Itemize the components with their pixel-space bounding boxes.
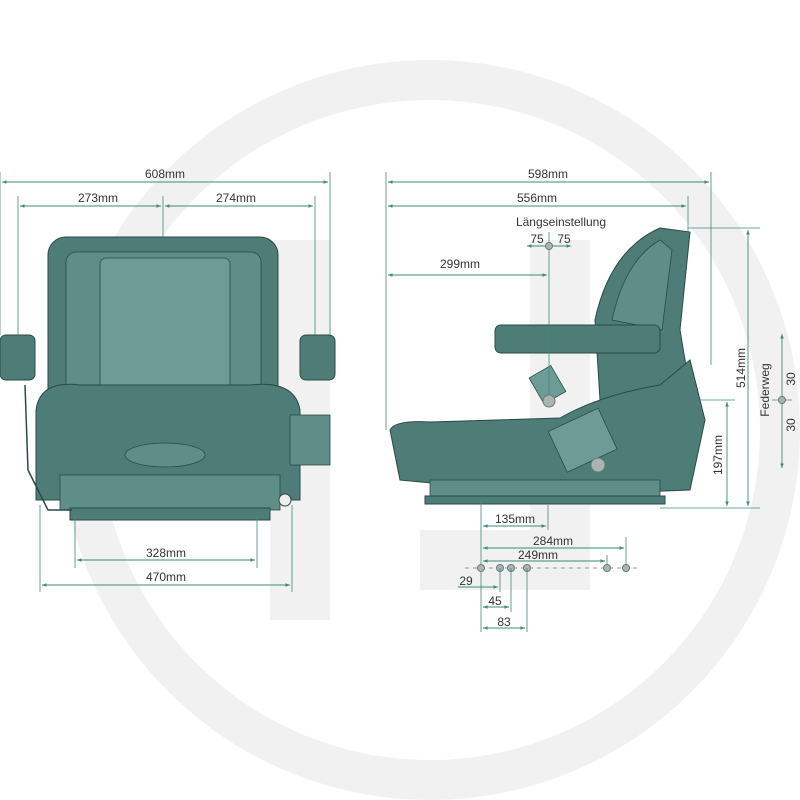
seat-front-view (0, 236, 336, 521)
adjust-forward: 75 (530, 232, 544, 246)
dim-514: 514mm (734, 348, 748, 388)
suspension-down: 30 (784, 418, 798, 432)
dim-83: 83 (497, 615, 511, 629)
dim-135: 135mm (495, 512, 535, 526)
dim-284: 284mm (533, 534, 573, 548)
front-dimensions: 608mm 273mm 274mm 328mm 470mm (0, 167, 331, 592)
suspension-title: Federweg (758, 363, 772, 416)
dim-249: 249mm (518, 548, 558, 562)
dim-608: 608mm (145, 167, 185, 181)
dim-45: 45 (488, 594, 502, 608)
dim-328: 328mm (146, 546, 186, 560)
dim-197: 197mm (711, 435, 725, 475)
adjust-back: 75 (557, 232, 571, 246)
seat-side-view (389, 227, 706, 505)
dim-299: 299mm (440, 257, 480, 271)
dim-470: 470mm (146, 570, 186, 584)
adjust-title: Längseinstellung (516, 215, 606, 229)
dim-598: 598mm (528, 167, 568, 181)
dim-273: 273mm (78, 191, 118, 205)
suspension-up: 30 (784, 372, 798, 386)
dim-274: 274mm (216, 191, 256, 205)
side-dimensions: 598mm 556mm Längseinstellung 75 75 299mm… (385, 167, 798, 632)
dim-556: 556mm (517, 191, 557, 205)
dim-29: 29 (459, 574, 473, 588)
